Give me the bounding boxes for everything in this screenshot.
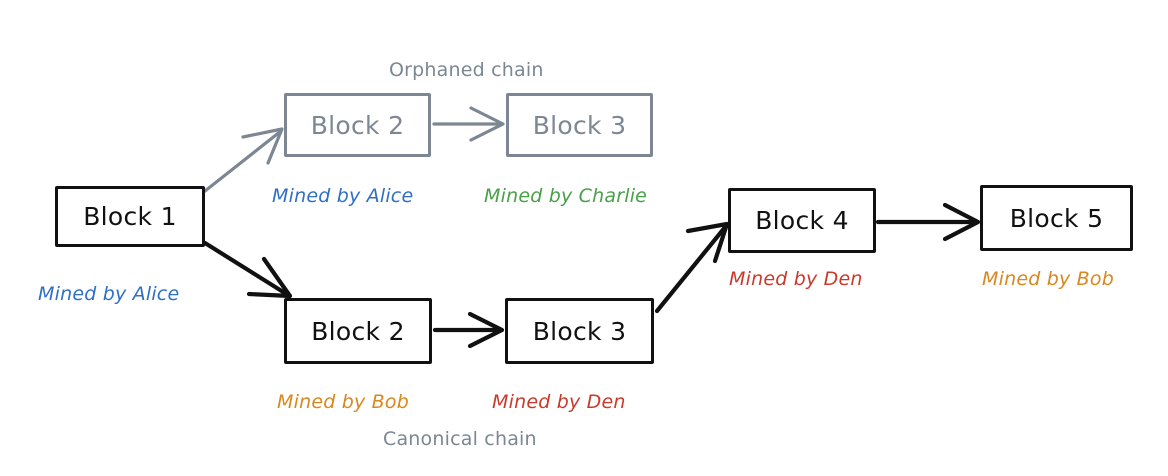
arrow-block2-orphan-to-block3-orphan <box>432 106 505 142</box>
miner-label-block-5: Mined by Bob <box>982 268 1114 290</box>
block-3-canonical-label: Block 3 <box>532 316 627 346</box>
block-3-orphan[interactable]: Block 3 <box>506 93 653 157</box>
arrow-block1-to-block2-canonical <box>202 240 293 299</box>
block-5-label: Block 5 <box>1009 203 1104 233</box>
block-1-label: Block 1 <box>83 202 177 231</box>
block-1[interactable]: Block 1 <box>55 186 205 247</box>
block-4-label: Block 4 <box>755 206 849 235</box>
block-2-canonical[interactable]: Block 2 <box>284 298 432 364</box>
arrow-block2-canonical-to-block3-canonical <box>432 311 505 349</box>
canonical-chain-caption: Canonical chain <box>383 428 537 450</box>
miner-label-block-3-canonical: Mined by Den <box>492 391 626 413</box>
arrow-block4-to-block5 <box>875 202 981 242</box>
block-2-canonical-label: Block 2 <box>311 316 405 346</box>
block-3-canonical[interactable]: Block 3 <box>505 298 654 364</box>
block-3-orphan-label: Block 3 <box>532 110 627 140</box>
miner-label-block-2-canonical: Mined by Bob <box>277 391 409 413</box>
arrow-block1-to-block2-orphan <box>203 127 284 193</box>
block-4[interactable]: Block 4 <box>728 188 876 253</box>
arrow-block3-canonical-to-block4 <box>654 221 730 314</box>
block-2-orphan[interactable]: Block 2 <box>284 93 431 157</box>
block-2-orphan-label: Block 2 <box>310 110 405 140</box>
block-5[interactable]: Block 5 <box>980 185 1133 251</box>
miner-label-block-4: Mined by Den <box>729 268 863 290</box>
miner-label-block-1: Mined by Alice <box>38 283 180 305</box>
miner-label-block-3-orphan: Mined by Charlie <box>484 185 648 207</box>
orphaned-chain-caption: Orphaned chain <box>389 59 544 81</box>
miner-label-block-2-orphan: Mined by Alice <box>272 185 414 207</box>
